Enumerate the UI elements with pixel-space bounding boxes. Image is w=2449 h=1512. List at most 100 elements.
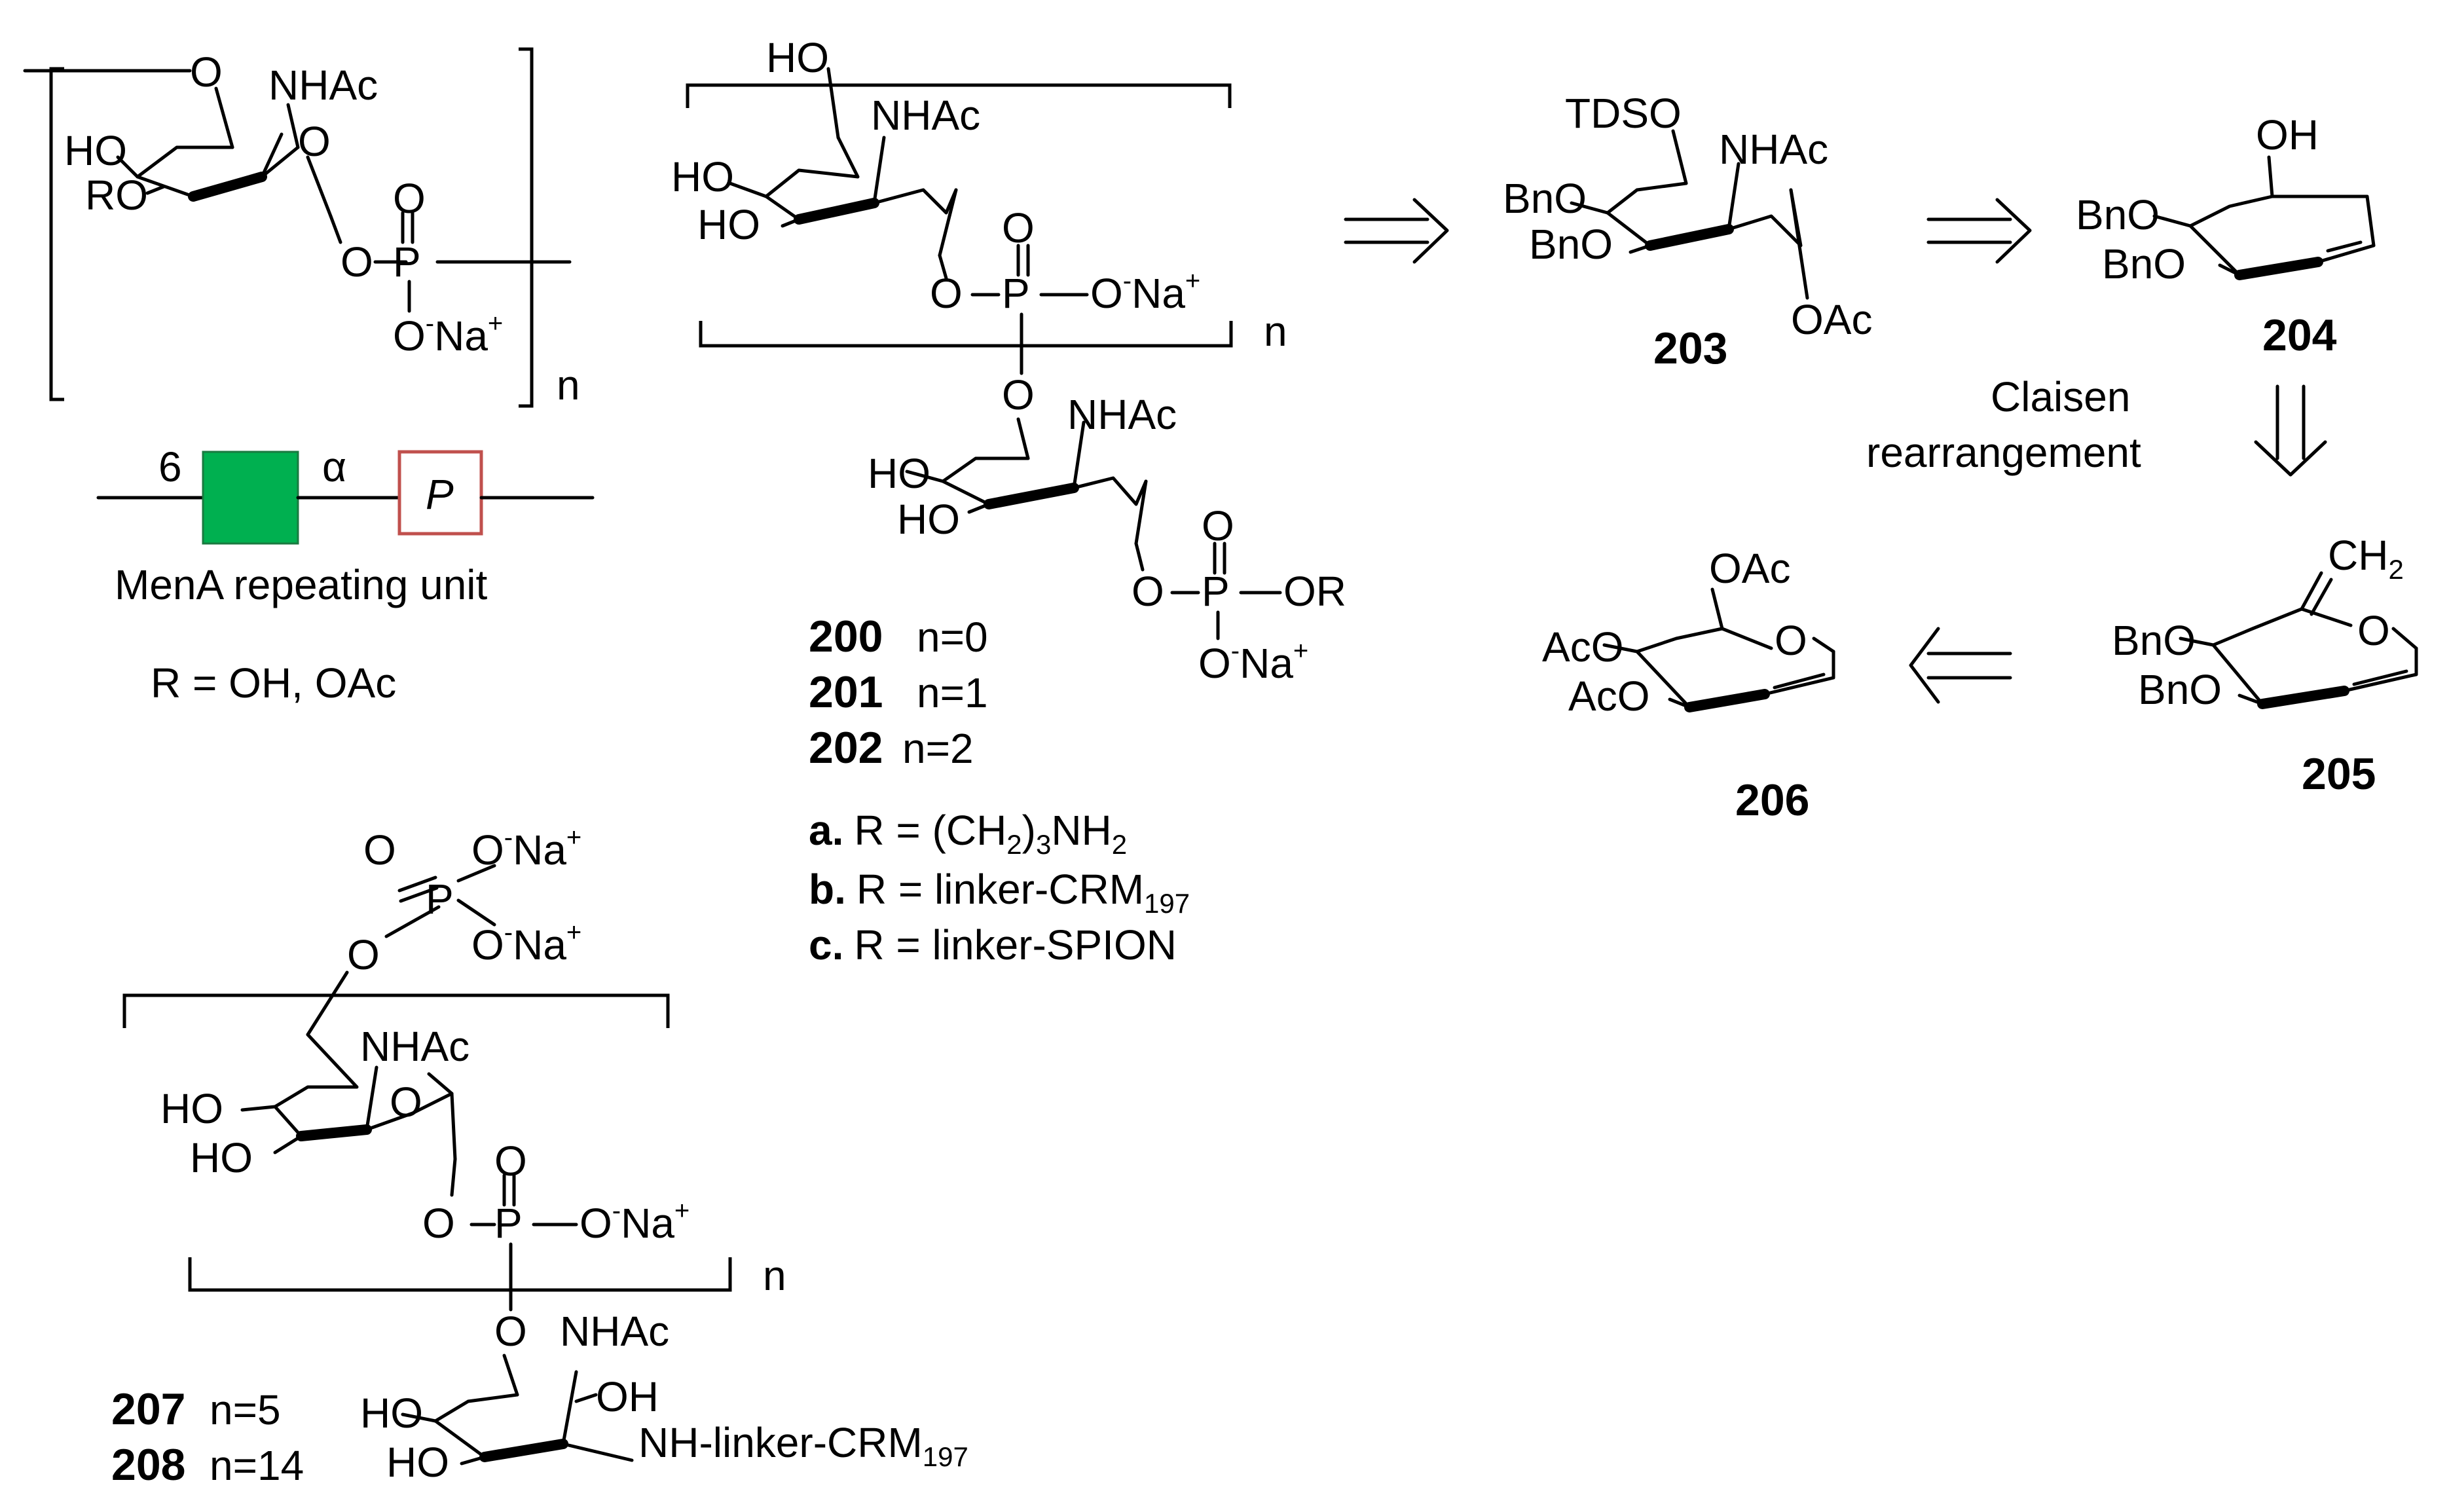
atom-bno4: BnO — [1503, 175, 1587, 222]
atom-oac: OAc — [1791, 296, 1872, 343]
atom-ho: HO — [64, 127, 127, 174]
atom-o-minus-na: O-Na+ — [1090, 267, 1200, 317]
atom-p-mid-double-o: O — [494, 1137, 527, 1185]
compound-203-label: 203 — [1653, 323, 1727, 373]
compound-202-label: 202 — [809, 723, 883, 773]
compounds-207-208-structure: O O-Na+ P O-Na+ O NHAc HO O HO O O P O-N… — [111, 823, 968, 1490]
retrosynthesis-arrow-claisen — [2254, 384, 2327, 477]
repeat-n: n — [1264, 308, 1287, 355]
repeat-bracket-top — [686, 83, 1232, 108]
atom-nhac-b: NHAc — [1067, 391, 1177, 438]
atom-bno3: BnO — [1529, 221, 1613, 268]
atom-ho6: HO — [766, 34, 829, 81]
compounds-200-202-structure: HO NHAc HO HO O P O O-Na+ n O NHAc HO HO… — [671, 34, 1346, 968]
compound-203-structure: TDSO NHAc BnO BnO OAc 203 — [1503, 90, 1872, 373]
repeat-bracket-bottom — [699, 321, 1233, 348]
atom-bno3: BnO — [2138, 666, 2222, 713]
alpha-symbol: α — [322, 443, 346, 490]
repeat-bracket-right — [519, 47, 534, 408]
atom-ho4: HO — [160, 1085, 223, 1132]
retrosynthesis-arrow-1 — [1344, 198, 1449, 264]
atom-nh-linker: NH-linker-CRM197 — [638, 1419, 968, 1472]
compound-206-structure: OAc O AcO AcO 206 — [1542, 545, 1835, 825]
atom-p-top: P — [426, 876, 454, 923]
compound-201-label: 201 — [809, 667, 883, 717]
atom-ho3: HO — [190, 1134, 253, 1181]
atom-oac6: OAc — [1709, 545, 1790, 592]
atom-nhac: NHAc — [1719, 126, 1828, 173]
retrosynthesis-arrow-3 — [1909, 627, 2012, 704]
atom-pb: P — [1202, 568, 1230, 615]
compound-207-n: n=5 — [210, 1386, 281, 1433]
atom-ch2: CH2 — [2328, 532, 2404, 585]
atom-ring-o: O — [298, 118, 331, 165]
repeat-n: n — [763, 1252, 786, 1299]
atom-o-minus: O-Na+ — [393, 309, 503, 360]
compound-205-label: 205 — [2302, 749, 2376, 799]
atom-nhac-b: NHAc — [560, 1308, 669, 1355]
atom-o1b: O — [1132, 568, 1164, 615]
atom-o-minus-na-1: O-Na+ — [471, 823, 581, 874]
compound-205-structure: CH2 O BnO BnO 205 — [2112, 532, 2418, 799]
atom-aco3: AcO — [1568, 673, 1649, 720]
atom-o6b: O — [1002, 371, 1035, 418]
atom-bno4: BnO — [2112, 617, 2196, 664]
phosphate-box-symbol — [397, 450, 483, 536]
atom-oh: OH — [2256, 111, 2319, 158]
atom-nhac: NHAc — [268, 62, 378, 109]
atom-o1: O — [930, 270, 963, 317]
r-definition-a: a.R = (CH2)3NH2 — [809, 807, 1127, 860]
compound-208-label: 208 — [111, 1440, 185, 1490]
claisen-label-line2: rearrangement — [1866, 429, 2141, 476]
atom-o6: O — [190, 48, 223, 96]
atom-tdso: TDSO — [1565, 90, 1682, 137]
atom-o-minus-na-2: O-Na+ — [471, 918, 581, 968]
compound-207-label: 207 — [111, 1384, 185, 1434]
claisen-label-line1: Claisen — [1991, 373, 2130, 420]
mena-polymer-structure: O NHAc HO O RO O P O O-Na+ n — [23, 47, 580, 409]
repeat-bracket-bottom — [188, 1257, 732, 1292]
atom-o-minus-na-b: O-Na+ — [1198, 636, 1308, 687]
r-definition-c: c.R = linker-SPION — [809, 921, 1177, 968]
atom-ho3: HO — [697, 201, 760, 248]
repeat-n: n — [557, 361, 580, 409]
atom-ho3b: HO — [897, 496, 960, 543]
atom-o1: O — [422, 1200, 455, 1247]
atom-p-top-double-o: O — [363, 826, 396, 874]
atom-ring-o: O — [390, 1079, 422, 1126]
atom-bno4: BnO — [2076, 191, 2160, 238]
r-definition-b: b.R = linker-CRM197 — [809, 866, 1190, 919]
compound-201-n: n=1 — [917, 669, 988, 716]
linkage-position: 6 — [158, 443, 182, 490]
atom-o-link: O — [494, 1308, 527, 1355]
compound-206-label: 206 — [1735, 775, 1809, 825]
compound-204-structure: OH BnO BnO 204 — [2076, 111, 2376, 360]
atom-or: OR — [1283, 568, 1346, 615]
retrosynthesis-arrow-2 — [1926, 198, 2032, 264]
atom-ring-o: O — [1775, 617, 1807, 664]
glcnac-square-symbol — [202, 451, 299, 545]
atom-ring-o: O — [2357, 607, 2390, 654]
atom-pb-double-o: O — [1202, 502, 1234, 549]
repeat-bracket-left — [49, 67, 64, 401]
compound-200-label: 200 — [809, 612, 883, 661]
atom-ho4: HO — [671, 153, 734, 200]
atom-p-double-o: O — [393, 175, 426, 222]
atom-nhac: NHAc — [871, 92, 980, 139]
atom-bno3: BnO — [2102, 240, 2186, 287]
atom-o1: O — [341, 238, 373, 286]
atom-p: P — [393, 238, 421, 286]
mena-repeating-unit: 6 α P MenA repeating unit R = OH, OAc — [96, 443, 595, 707]
atom-p-double-o: O — [1002, 204, 1035, 251]
atom-nhac: NHAc — [360, 1023, 470, 1070]
atom-aco4: AcO — [1542, 623, 1623, 671]
compound-208-n: n=14 — [210, 1442, 304, 1489]
atom-p-mid: P — [494, 1200, 523, 1247]
r-definition: R = OH, OAc — [151, 659, 396, 707]
atom-ho3b: HO — [386, 1439, 449, 1486]
repeating-unit-caption: MenA repeating unit — [115, 561, 488, 608]
atom-p: P — [1002, 270, 1030, 317]
atom-ro: RO — [85, 172, 148, 219]
compound-202-n: n=2 — [902, 725, 974, 772]
atom-o6: O — [347, 931, 380, 978]
